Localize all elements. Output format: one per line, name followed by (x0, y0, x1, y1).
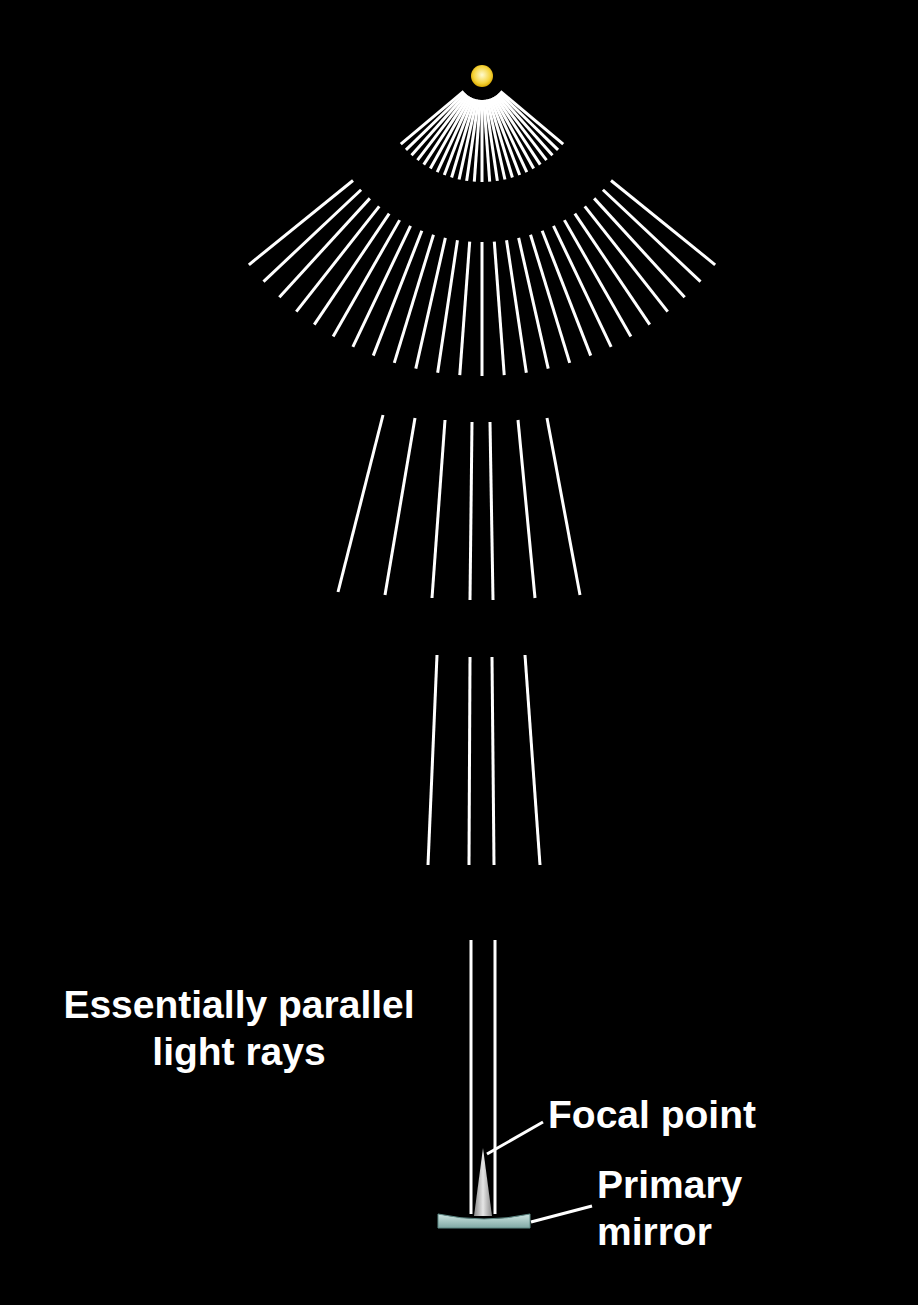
leader-line (531, 1206, 592, 1222)
light-ray (279, 198, 370, 297)
light-ray (492, 657, 494, 865)
light-ray (603, 190, 701, 282)
light-ray (481, 100, 484, 182)
light-ray (499, 93, 558, 150)
light-ray (611, 180, 715, 264)
light-ray (437, 98, 472, 172)
light-ray (575, 214, 650, 325)
light-ray (498, 94, 553, 155)
light-ray (519, 238, 549, 369)
light-ray (428, 655, 437, 865)
callout-label: Essentially parallel light rays (24, 982, 454, 1076)
light-ray (353, 226, 411, 347)
focus-cone (474, 1148, 492, 1216)
primary-mirror (438, 1214, 530, 1228)
light-ray (500, 91, 563, 144)
light-ray (296, 206, 379, 311)
light-ray (470, 940, 473, 1214)
light-ray (460, 242, 470, 376)
light-ray (438, 240, 458, 373)
light-ray (394, 235, 433, 363)
leader-line (487, 1122, 543, 1154)
light-ray (469, 657, 470, 865)
light-ray (490, 422, 493, 600)
light-ray (585, 206, 668, 311)
callout-label: Focal point (548, 1092, 848, 1139)
light-ray (497, 95, 547, 160)
light-ray (525, 655, 540, 865)
callout-label: Primary mirror (597, 1162, 797, 1256)
light-ray (470, 422, 472, 600)
light-ray (542, 231, 591, 356)
light-ray (432, 420, 445, 598)
light-ray (249, 180, 353, 264)
light-ray (564, 220, 630, 336)
light-ray (385, 418, 415, 595)
light-ray (547, 418, 580, 595)
light-source (471, 65, 493, 87)
light-ray (494, 242, 504, 376)
light-ray (594, 198, 685, 297)
light-ray (474, 100, 480, 182)
light-ray (481, 242, 484, 376)
light-ray (314, 214, 389, 325)
light-ray (518, 420, 535, 598)
light-ray (494, 940, 497, 1214)
light-ray (263, 190, 361, 282)
light-ray (338, 415, 383, 592)
